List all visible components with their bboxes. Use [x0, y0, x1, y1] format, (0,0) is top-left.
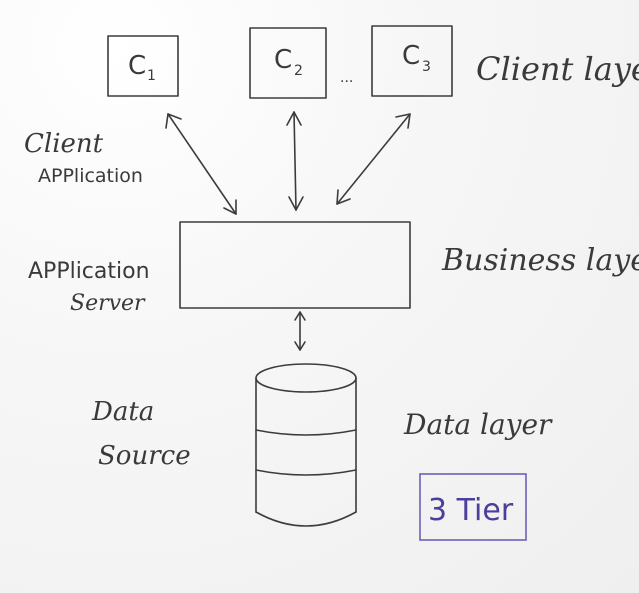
data-source-label-line1: Data: [91, 397, 154, 427]
database-top: [255, 363, 357, 393]
client-layer-label: Client layer: [476, 50, 639, 88]
application-server-box: [179, 221, 411, 309]
arrow-client1-business: [165, 113, 237, 215]
arrow-client2-shaft: [293, 111, 297, 211]
arrow-client3-shaft: [336, 113, 411, 205]
arrow-client2-business: [286, 111, 304, 211]
arrow-client3-head-bottom: [336, 189, 351, 205]
client-box-1-subscript: 1: [147, 68, 156, 84]
data-source-label-line2: Source: [98, 441, 191, 471]
client-application-label-line1: Client: [24, 129, 104, 159]
arrow-client1-head-bottom: [223, 199, 237, 215]
database-band-2: [255, 469, 357, 476]
client-box-3-subscript: 3: [422, 59, 431, 75]
arrow-client2-head-bottom: [288, 196, 304, 211]
client-box-3: C 3: [371, 25, 453, 97]
application-server-label-line2: Server: [70, 291, 146, 316]
arrow-business-data: [294, 311, 306, 351]
client-application-label-line2: APPlication: [38, 165, 143, 187]
client-box-2: C 2: [249, 27, 327, 99]
database-cylinder-icon: [255, 363, 357, 527]
arrow-client2-head-top: [286, 111, 302, 126]
client-box-2-label: C: [274, 45, 292, 75]
tier-badge-outline: [419, 473, 527, 541]
client-ellipsis: ...: [340, 70, 353, 86]
client-box-2-subscript: 2: [294, 63, 303, 79]
client-box-1-outline: [107, 35, 179, 97]
arrow-business-data-head-top: [294, 311, 306, 321]
client-box-3-label: C: [402, 41, 420, 71]
arrow-client3-head-top: [395, 113, 411, 129]
tier-badge: 3 Tier: [419, 473, 527, 541]
application-server-label-line1: APPlication: [28, 259, 150, 284]
business-layer-label: Business layer: [441, 243, 639, 278]
client-box-1-label: C: [128, 51, 146, 81]
arrow-client1-head-top: [165, 113, 182, 129]
tier-badge-label: 3 Tier: [428, 493, 514, 528]
client-box-3-outline: [371, 25, 453, 97]
arrow-client3-business: [336, 113, 411, 205]
client-box-2-outline: [249, 27, 327, 99]
database-bottom: [255, 511, 357, 527]
arrow-client1-shaft: [167, 113, 237, 215]
client-box-1: C 1: [107, 35, 179, 97]
database-band-1: [255, 429, 357, 436]
arrow-business-data-head-bottom: [294, 341, 306, 351]
data-layer-label: Data layer: [403, 408, 553, 441]
